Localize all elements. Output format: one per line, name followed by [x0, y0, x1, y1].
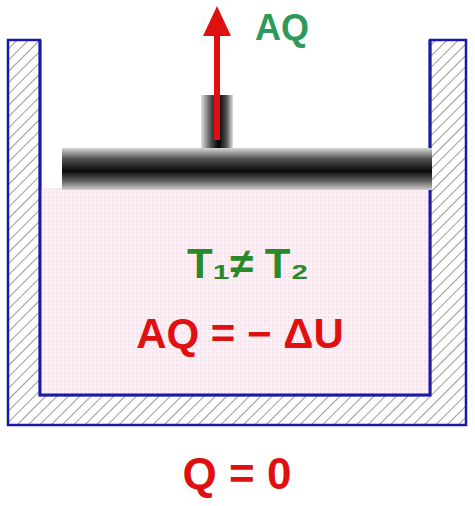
gas	[41, 188, 429, 394]
vessel-wall	[8, 40, 466, 425]
heat-label: Q = 0	[183, 452, 292, 496]
temperature-label: T₁≠ T₂	[187, 243, 309, 285]
equation-label: AQ = − ΔU	[136, 313, 344, 355]
piston	[62, 148, 432, 190]
work-arrow	[214, 32, 220, 140]
work-label: AQ	[255, 10, 309, 46]
